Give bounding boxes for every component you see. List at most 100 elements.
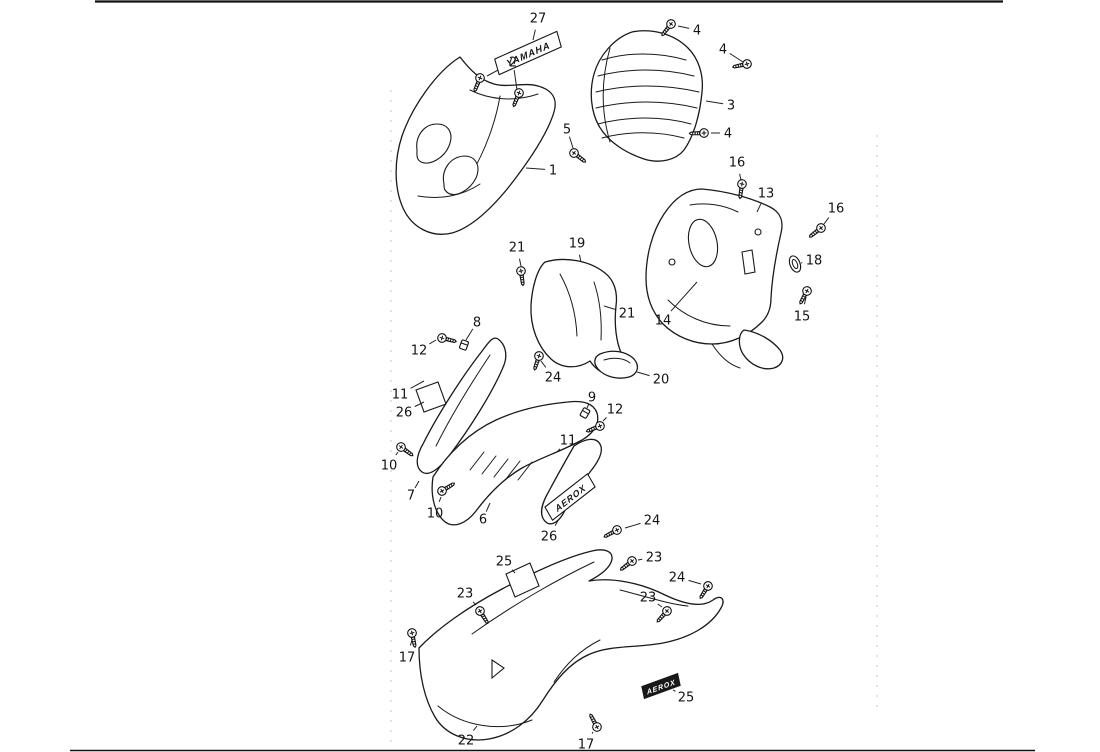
callout-label: 16 (828, 202, 845, 217)
callout-label: 11 (560, 434, 577, 449)
callout-label: 15 (794, 310, 811, 325)
callout-label: 3 (727, 99, 735, 114)
grille-louver (595, 85, 700, 93)
leader-line (532, 29, 536, 41)
inner-shield-lower-flap (738, 329, 784, 370)
leader-line (602, 417, 607, 422)
callout-label: 25 (678, 691, 695, 706)
part-3-grille (590, 30, 704, 162)
leader-line (395, 451, 399, 456)
callout-label: 19 (569, 237, 586, 252)
leader-line (485, 502, 491, 512)
leader-line (603, 305, 616, 310)
callout-label: 25 (496, 555, 513, 570)
grille-louver (601, 132, 685, 139)
inner-shield-crease (667, 299, 731, 327)
leader-line (525, 167, 546, 170)
blank-sticker-26-outline (415, 381, 447, 413)
callout-label: 17 (399, 651, 416, 666)
brand-badge: AEROX (641, 672, 681, 700)
leader-line (672, 689, 676, 692)
grille-side-edge (602, 47, 611, 143)
leader-line (473, 725, 478, 731)
pocket-panel-crease (593, 281, 602, 341)
inner-shield-oval-cutout (687, 218, 719, 268)
leader-line (540, 360, 547, 368)
screw-icon (437, 333, 458, 343)
callout-label: 24 (644, 514, 661, 529)
callout-label: 4 (719, 43, 727, 58)
callout-label: 23 (640, 591, 657, 606)
leader-line (513, 69, 518, 91)
callout-label: 24 (545, 371, 562, 386)
leader-line (705, 100, 724, 105)
callout-label: 26 (541, 530, 558, 545)
callout-label: 26 (396, 406, 413, 421)
callout-label: 6 (479, 513, 487, 528)
leader-line (556, 448, 561, 453)
side-cover-rib (493, 458, 509, 478)
leader-line (636, 371, 650, 377)
screw-icon (516, 266, 526, 287)
grille-louver (601, 53, 687, 61)
leader-line (568, 136, 574, 149)
callout-label: 12 (411, 344, 428, 359)
leader-line (511, 569, 516, 574)
callout-label: 21 (619, 307, 636, 322)
callout-label: 8 (473, 316, 481, 331)
callout-label: 21 (509, 241, 526, 256)
callout-label: 20 (653, 373, 670, 388)
screw-icon (808, 223, 826, 238)
leader-line (429, 339, 437, 345)
screw-icon (656, 606, 672, 623)
callout-label: 14 (655, 314, 672, 329)
screw-icon (799, 286, 812, 305)
callout-label: 4 (693, 24, 701, 39)
callout-label: 10 (427, 507, 444, 522)
callout-label: 11 (392, 388, 409, 403)
leader-line (465, 328, 474, 341)
part-13-inner-shield (645, 188, 784, 370)
screw-icon (407, 628, 417, 649)
screw-icon (699, 581, 713, 600)
screw-icon (533, 351, 544, 371)
bracket-outline (594, 350, 639, 379)
callout-label: 10 (381, 459, 398, 474)
inner-shield-slot (741, 249, 756, 275)
screw-icon (473, 73, 485, 93)
leader-line (472, 601, 477, 606)
leader-line (803, 296, 807, 305)
callout-label: 1 (549, 164, 557, 179)
leader-line (438, 496, 442, 502)
front-cowl-eye-cutout-lower (442, 155, 479, 196)
hardware-layer (396, 19, 826, 732)
leader-line (657, 603, 663, 608)
side-cover-rib (517, 461, 533, 481)
screw-icon (731, 59, 752, 69)
clip-icon (579, 407, 591, 419)
leader-line (823, 217, 830, 225)
bracket-line (603, 357, 631, 364)
leader-line (554, 518, 560, 526)
belly-panel-bottom-crease (437, 705, 533, 728)
screw-icon (585, 421, 605, 433)
callout-label: 17 (578, 738, 595, 752)
grommet-icon (788, 255, 802, 273)
callout-label: 12 (607, 403, 624, 418)
screw-icon (437, 482, 456, 496)
callout-label: 7 (407, 489, 415, 504)
inner-shield-hole (754, 228, 762, 236)
leader-line (756, 203, 762, 213)
front-cowl-eye-cutout-upper (416, 123, 452, 164)
leader-line (578, 254, 582, 263)
callout-label: 2 (509, 56, 517, 71)
callout-label: 16 (729, 156, 746, 171)
belly-panel-arrow-mark (491, 658, 505, 680)
leader-line (729, 52, 744, 63)
belly-panel-right-crease (553, 639, 601, 683)
inner-shield-flap-line (711, 343, 741, 369)
grille-louver (597, 69, 695, 77)
leader-line (688, 579, 702, 585)
